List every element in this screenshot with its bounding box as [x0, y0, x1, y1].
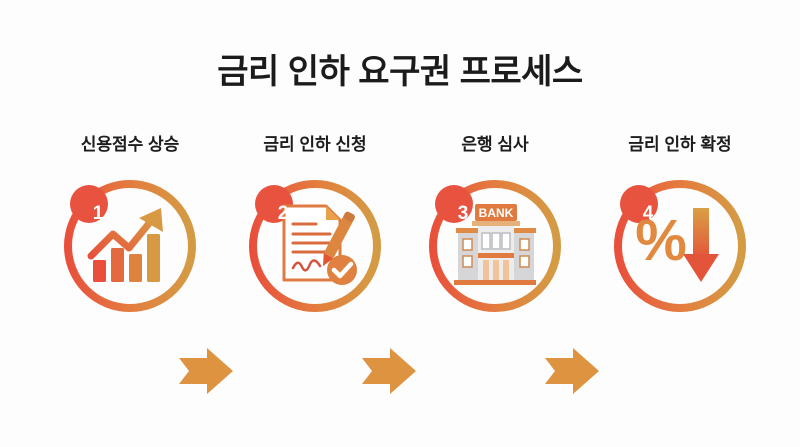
process-step-2: 금리 인하 신청 2 [220, 130, 410, 330]
process-step-1: 신용점수 상승 [35, 130, 225, 330]
arrow-step2-to-step3 [362, 348, 416, 394]
process-steps: 신용점수 상승 [0, 130, 800, 394]
arrow-step3-to-step4 [545, 348, 599, 394]
process-step-4: 금리 인하 확정 [585, 130, 775, 330]
bank-building-icon: BANK [454, 204, 536, 285]
step-1-ring: 1 [57, 170, 203, 316]
step-3-ring: 3 BANK [422, 170, 568, 316]
step-1-ring-graphic [64, 180, 196, 312]
step-3-label: 은행 심사 [461, 135, 529, 154]
step-4-ring: 4 % [607, 170, 753, 316]
step-2-ring: 2 [242, 170, 388, 316]
step-2-label: 금리 인하 신청 [263, 135, 367, 154]
percent-down-arrow-icon: % [635, 208, 719, 282]
step-4-ring-graphic [614, 180, 746, 312]
step-4-label: 금리 인하 확정 [628, 135, 732, 154]
process-step-3: 은행 심사 3 BANK [400, 130, 590, 330]
page-title: 금리 인하 요구권 프로세스 [217, 53, 583, 91]
step-3-ring-graphic [429, 180, 561, 312]
percent-symbol: % [635, 208, 687, 273]
step-1-label: 신용점수 상승 [80, 135, 180, 154]
signed-document-pen-icon [282, 204, 357, 285]
growth-bar-chart-icon [87, 208, 163, 282]
arrow-step1-to-step2 [179, 348, 233, 394]
bank-sign-text: BANK [479, 206, 514, 220]
